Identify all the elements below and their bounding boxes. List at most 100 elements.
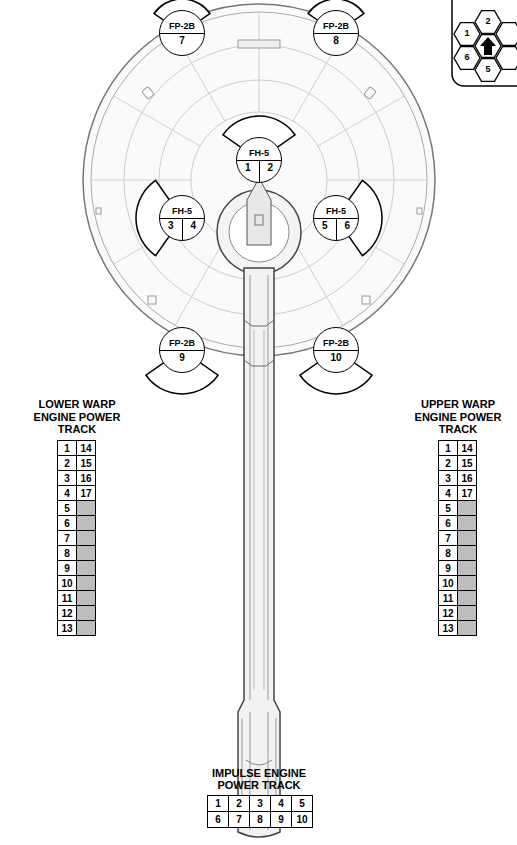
facing-number: 5 — [481, 64, 495, 74]
weapon-circle: FH-5 3 4 — [159, 195, 205, 241]
facing-hexes — [454, 11, 517, 82]
track-cell: 9 — [270, 811, 292, 828]
weapon-circle: FH-556 — [313, 195, 359, 241]
facing-number: 1 — [460, 28, 474, 38]
track-title: IMPULSE ENGINE POWER TRACK — [199, 767, 319, 792]
panel-line — [91, 180, 191, 181]
weapon-type: FH-5 — [172, 207, 192, 217]
hatch — [238, 40, 280, 48]
track-cell-blocked — [457, 500, 477, 516]
track-cell: 5 — [291, 795, 313, 812]
weapon-type: FP-2B — [169, 22, 195, 32]
weapon-circle: FP-2B 8 — [313, 10, 359, 56]
facing-hex — [475, 59, 501, 82]
facing-hex — [454, 23, 480, 46]
hull-line — [254, 330, 264, 690]
track-cell: 4 — [57, 485, 77, 501]
track-cell-blocked — [457, 560, 477, 576]
hull-detail — [244, 320, 274, 326]
facing-box — [452, 0, 517, 86]
track-cell-blocked — [76, 560, 96, 576]
facing-hex — [496, 23, 517, 46]
engineering-hull — [238, 268, 280, 837]
track-cell: 17 — [457, 485, 477, 501]
track-cell: 6 — [438, 515, 458, 531]
track-cell-blocked — [457, 605, 477, 621]
track-cell: 4 — [438, 485, 458, 501]
weapon-number: 6 — [344, 220, 350, 231]
facing-hex — [475, 11, 501, 34]
port — [362, 296, 370, 304]
track-cell: 4 — [270, 795, 292, 812]
weapon-type: FH-5 — [326, 207, 346, 217]
bridge — [247, 178, 271, 245]
track-cell-blocked — [76, 515, 96, 531]
track-cell-blocked — [457, 515, 477, 531]
track-cell: 8 — [438, 545, 458, 561]
track-cell: 11 — [438, 590, 458, 606]
facing-hex — [475, 35, 501, 58]
track-cell: 6 — [57, 515, 77, 531]
port — [142, 87, 155, 100]
track-cell-blocked — [76, 500, 96, 516]
facing-arrow — [480, 37, 496, 55]
track-cell-blocked — [76, 545, 96, 561]
port — [364, 87, 377, 100]
track-cell: 10 — [291, 811, 313, 828]
weapon-type: FP-2B — [169, 339, 195, 349]
saucer-ring — [191, 112, 327, 248]
track-cell-blocked — [457, 620, 477, 636]
track-cell: 12 — [57, 605, 77, 621]
weapon-number: 8 — [333, 35, 339, 46]
weapon-circle: FH-5 1 2 — [236, 137, 282, 183]
track-cell: 8 — [249, 811, 271, 828]
track-cell: 14 — [457, 440, 477, 456]
weapon-type-area: FP-2B — [314, 328, 358, 351]
weapon-circle: FP-2B9 — [159, 327, 205, 373]
track-cell: 1 — [57, 440, 77, 456]
facing-hex — [454, 47, 480, 70]
track-cell: 11 — [57, 590, 77, 606]
track-cell-blocked — [457, 590, 477, 606]
track-cell-blocked — [457, 545, 477, 561]
panel-line — [259, 12, 260, 112]
panel-line — [293, 239, 343, 326]
track-cell: 8 — [57, 545, 77, 561]
port — [148, 296, 156, 304]
weapon-number: 10 — [330, 352, 341, 363]
weapon-number: 3 — [168, 220, 174, 231]
facing-hex — [496, 47, 517, 70]
hull-line — [250, 275, 268, 700]
track-cell: 3 — [57, 470, 77, 486]
panel-line — [327, 180, 427, 181]
track-cell: 2 — [57, 455, 77, 471]
weapon-type: FH-5 — [249, 149, 269, 159]
panel-line — [175, 239, 225, 326]
firing-arcs — [136, 0, 382, 394]
track-cell-blocked — [457, 530, 477, 546]
track-cell: 5 — [438, 500, 458, 516]
weapon-number: 2 — [267, 162, 273, 173]
panel-line — [318, 96, 405, 146]
weapon-number: 7 — [179, 35, 185, 46]
hull-detail — [244, 360, 274, 366]
track-cell: 16 — [76, 470, 96, 486]
facing-number: 2 — [481, 16, 495, 26]
track-cell: 2 — [228, 795, 250, 812]
track-title: UPPER WARP ENGINE POWER TRACK — [410, 398, 506, 436]
track-cell: 9 — [57, 560, 77, 576]
track-cell-blocked — [76, 620, 96, 636]
weapon-number: 4 — [190, 220, 196, 231]
track-cell: 10 — [57, 575, 77, 591]
track-cell: 9 — [438, 560, 458, 576]
track-cell: 1 — [438, 440, 458, 456]
track-cell-blocked — [76, 575, 96, 591]
track-cell: 7 — [228, 811, 250, 828]
track-cell: 7 — [438, 530, 458, 546]
weapon-type: FP-2B — [323, 22, 349, 32]
track-cell: 14 — [76, 440, 96, 456]
track-cell: 7 — [57, 530, 77, 546]
facing-number: 6 — [460, 52, 474, 62]
weapon-number: 1 — [245, 162, 251, 173]
